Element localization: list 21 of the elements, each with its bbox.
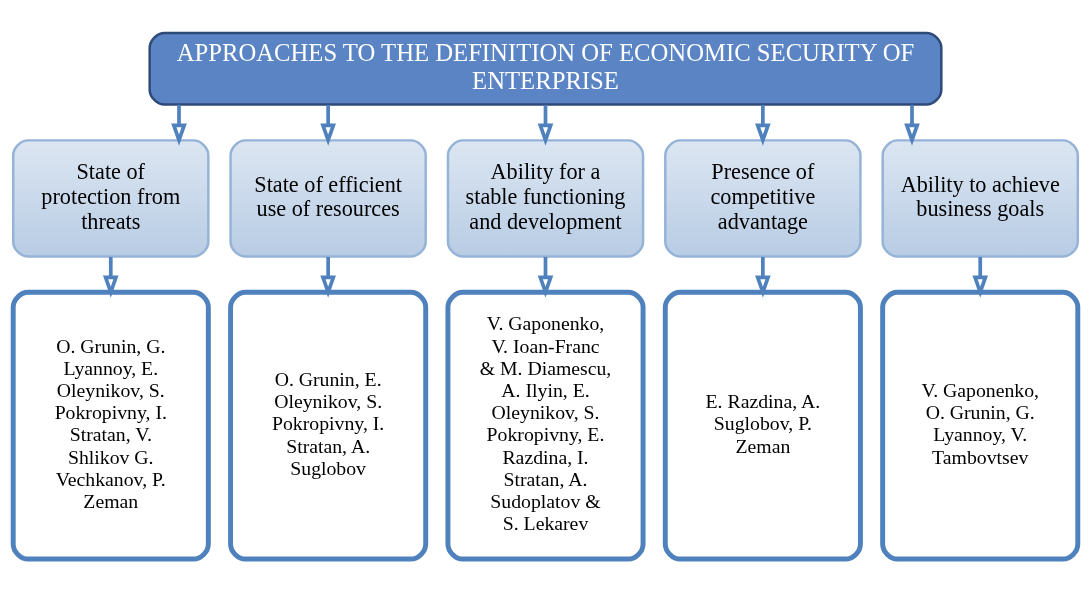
arrow — [972, 256, 989, 298]
arrow — [537, 256, 554, 298]
node-box: State of efficient use of resources — [229, 139, 427, 258]
arrow — [755, 104, 771, 146]
node-box: O. Grunin, E. Oleynikov, S. Pokropivny, I. Stratan, A. Suglobov — [228, 289, 429, 562]
arrow — [904, 104, 920, 146]
arrow — [537, 104, 554, 146]
arrow — [320, 104, 336, 146]
node-box: O. Grunin, G. Lyannoy, E. Oleynikov, S. Pokropivny, I. Stratan, V. Shlikov G. Vechkanov, P. Zeman — [10, 289, 211, 562]
node-box: Ability for a stable functioning and development — [446, 139, 645, 258]
node-box: State of protection from threats — [11, 139, 210, 258]
node-box: V. Gaponenko, O. Grunin, G. Lyannoy, V. Tambovtsev — [880, 289, 1081, 562]
arrow — [171, 104, 187, 146]
node-box: V. Gaponenko, V. Ioan-Franc & M. Diamescu, A. Ilyin, E. Oleynikov, S. Pokropivny, E. Razdina, I. Stratan, A. Sudoplatov & S. Lekarev — [445, 289, 646, 562]
arrow — [102, 256, 119, 298]
node-box: APPROACHES TO THE DEFINITION OF ECONOMIC SECURITY OF ENTERPRISE — [148, 31, 943, 106]
arrow — [320, 256, 336, 298]
node-box: Ability to achieve business goals — [881, 139, 1080, 258]
node-box: Presence of competitive advantage — [664, 139, 862, 258]
node-box: E. Razdina, A. Suglobov, P. Zeman — [662, 289, 863, 562]
arrow — [755, 256, 771, 298]
